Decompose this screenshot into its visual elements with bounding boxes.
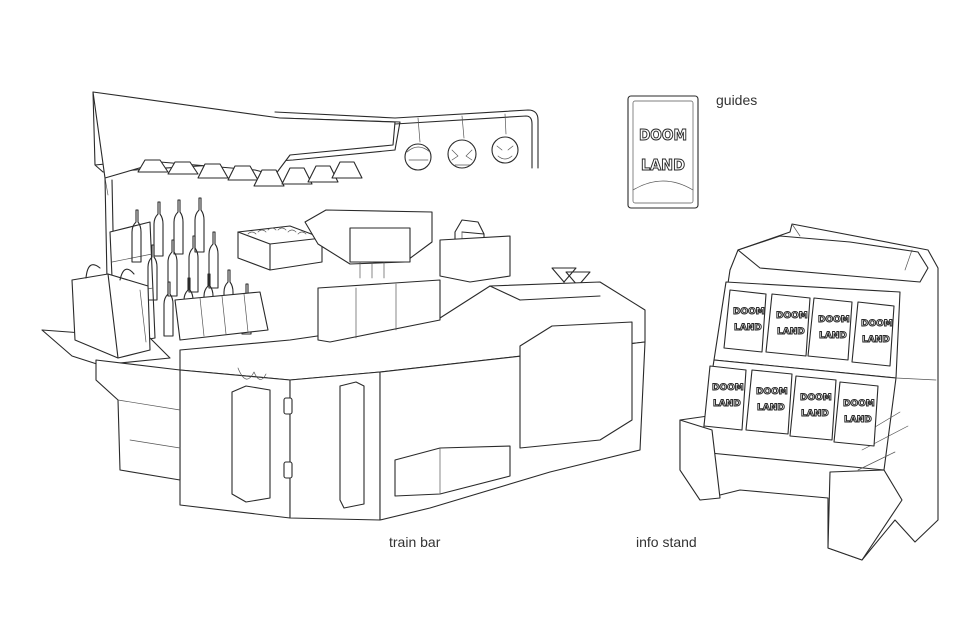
bar-canopy <box>92 91 401 331</box>
stand-logo-1a: DOOM <box>733 307 765 317</box>
stand-logo-3b: LAND <box>819 331 847 341</box>
stand-logo-3a: DOOM <box>818 315 850 325</box>
stand-booklets: DOOM LAND DOOM LAND DOOM LAND DOOM LAND … <box>703 289 895 447</box>
canopy-lamps <box>137 159 363 187</box>
guide-logo-line1: DOOM <box>639 126 687 144</box>
train-bar-drawing <box>41 91 646 521</box>
shopping-bag <box>41 264 171 366</box>
guide-booklet: DOOM LAND <box>627 95 699 209</box>
stand-logo-7a: DOOM <box>800 393 832 403</box>
guide-logo-line2: LAND <box>641 156 685 174</box>
stand-logo-1b: LAND <box>734 323 762 333</box>
stand-logo-5b: LAND <box>713 399 741 409</box>
info-stand-drawing: DOOM LAND DOOM LAND DOOM LAND DOOM LAND … <box>679 223 939 561</box>
dispenser <box>304 209 433 279</box>
stand-logo-8b: LAND <box>844 415 872 425</box>
crate <box>237 225 323 271</box>
stand-logo-7b: LAND <box>801 409 829 419</box>
stand-logo-4b: LAND <box>862 335 890 345</box>
info-stand-label: info stand <box>636 534 697 550</box>
stand-logo-6b: LAND <box>757 403 785 413</box>
stand-logo-2a: DOOM <box>776 311 808 321</box>
stand-logo-6a: DOOM <box>756 387 788 397</box>
stand-logo-2b: LAND <box>777 327 805 337</box>
stand-logo-8a: DOOM <box>843 399 875 409</box>
stand-logo-5a: DOOM <box>712 383 744 393</box>
stand-logo-4a: DOOM <box>861 319 893 329</box>
guides-label: guides <box>716 92 758 108</box>
bar-counter <box>95 235 646 521</box>
hanging-rail <box>394 109 539 171</box>
train-bar-label: train bar <box>389 534 441 550</box>
